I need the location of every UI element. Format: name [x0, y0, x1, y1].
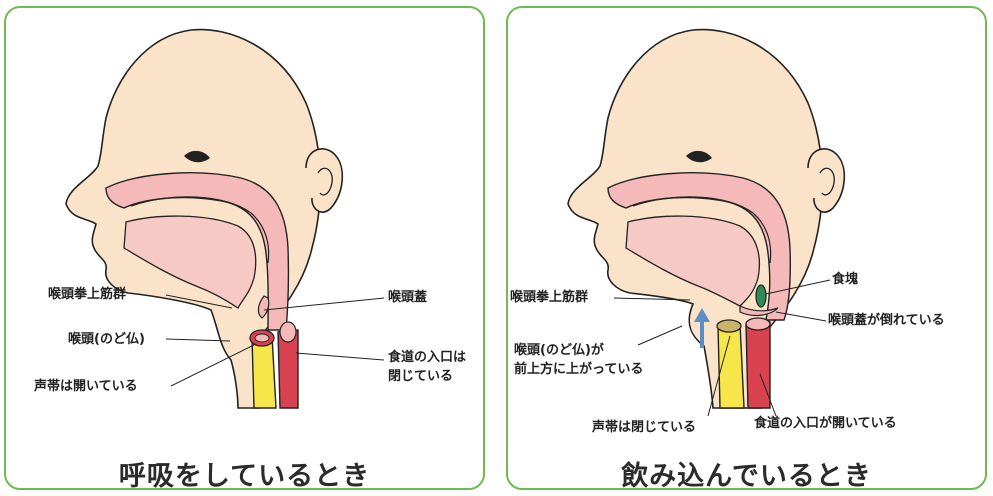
label-larynx: 喉頭(のど仏) — [68, 330, 145, 349]
trachea — [252, 336, 276, 408]
swallowing-caption: 飲み込んでいるとき — [508, 454, 985, 493]
label-vocal-cords: 声帯は開いている — [34, 377, 138, 396]
label-esophagus: 食道の入口は 閉じている — [388, 348, 466, 386]
esophagus — [746, 322, 770, 408]
ear — [808, 149, 844, 212]
breathing-panel: 喉頭拳上筋群 喉頭(のど仏) 声帯は開いている 喉頭蓋 食道の入口は 閉じている… — [4, 6, 485, 490]
breathing-caption: 呼吸をしているとき — [6, 454, 483, 493]
food-bolus — [756, 285, 766, 307]
label-suprahyoid: 喉頭拳上筋群 — [510, 288, 588, 307]
swallowing-head-illustration — [508, 8, 989, 492]
label-larynx: 喉頭(のど仏)が 前上方に上がっている — [514, 341, 643, 379]
breathing-head-illustration — [6, 8, 487, 492]
label-epiglottis: 喉頭蓋が倒れている — [828, 311, 945, 330]
label-esophagus: 食道の入口が開いている — [754, 414, 897, 433]
label-epiglottis: 喉頭蓋 — [388, 288, 427, 307]
label-vocal-cords: 声帯は閉じている — [592, 418, 696, 437]
label-bolus: 食塊 — [832, 270, 858, 289]
label-suprahyoid: 喉頭拳上筋群 — [48, 285, 126, 304]
swallowing-panel: 食塊 喉頭拳上筋群 喉頭蓋が倒れている 喉頭(のど仏)が 前上方に上がっている … — [506, 6, 987, 490]
ear — [306, 149, 342, 212]
